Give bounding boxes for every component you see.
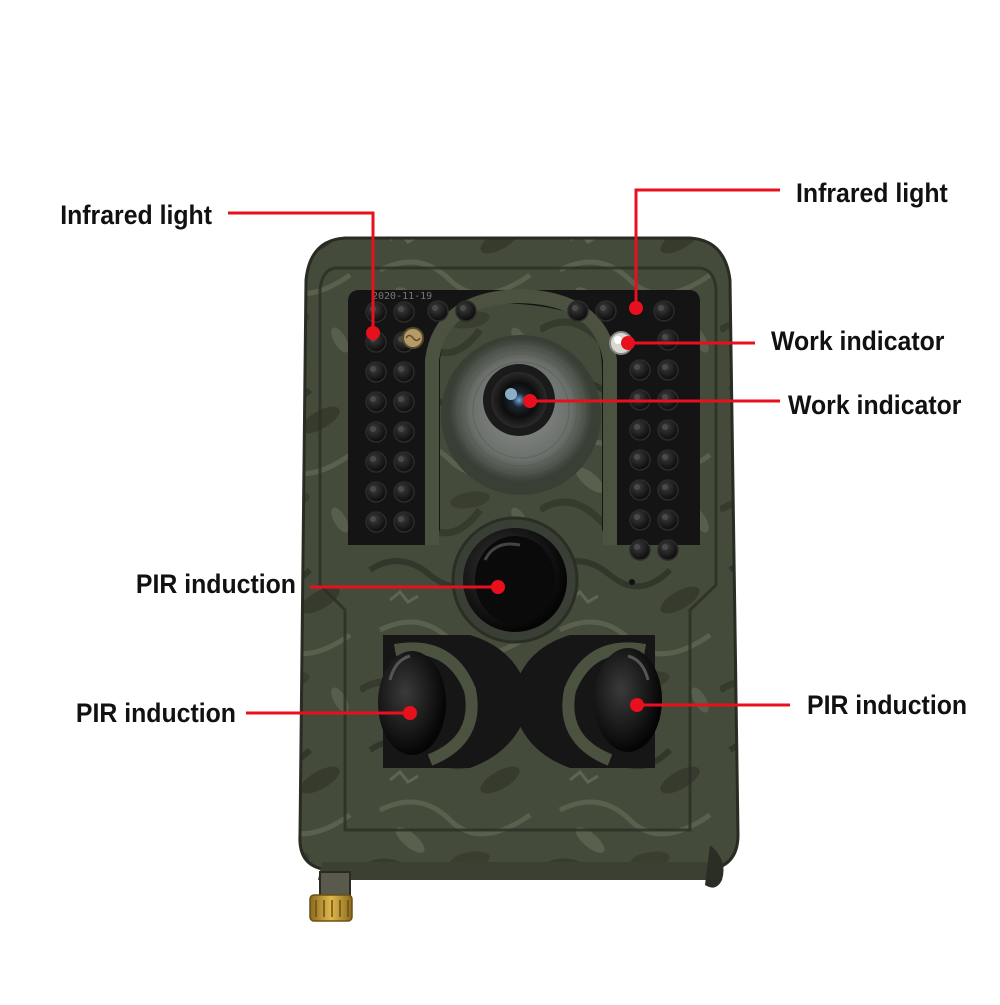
light-sensor [402,327,424,349]
ir-led-highlight [634,484,640,490]
ir-led [365,301,387,323]
label-work-indicator-top: Work indicator [771,326,945,356]
ir-led-highlight [634,544,640,550]
ir-led-highlight [370,396,376,402]
ir-led [455,300,477,322]
ir-led-highlight [370,516,376,522]
label-work-indicator-lens: Work indicator [788,390,962,420]
ir-led-highlight [662,334,668,340]
date-print: 2020-11-19 [372,291,432,302]
ir-led-highlight [634,454,640,460]
ir-led [657,539,679,561]
ir-led [365,421,387,443]
ir-led [393,391,415,413]
ir-led [393,511,415,533]
label-pir-induction-right: PIR induction [807,690,968,720]
ir-led-highlight [634,424,640,430]
ir-led-highlight [398,366,404,372]
marker-dots [366,301,644,720]
ir-led-highlight [398,486,404,492]
ir-led [393,481,415,503]
ir-led [365,391,387,413]
ir-led [629,449,651,471]
ir-led-highlight [572,305,578,311]
ir-led [427,300,449,322]
marker-dot-pir-left [403,706,417,720]
marker-dot-work-indicator-top [621,336,635,350]
ir-led [629,359,651,381]
label-infrared-light-left: Infrared light [60,200,212,230]
ir-led-highlight [662,364,668,370]
ir-led-highlight [662,424,668,430]
leader-lines [228,188,790,715]
ir-led [393,451,415,473]
ir-led-highlight [662,544,668,550]
ir-led-highlight [370,426,376,432]
marker-dot-infrared-left [366,326,380,340]
microphone-hole [629,579,635,585]
ir-led [595,300,617,322]
ir-led [393,421,415,443]
pir-sensor-right [512,635,662,768]
ir-led-highlight [460,305,466,311]
ir-led-highlight [662,484,668,490]
ir-led-highlight [398,516,404,522]
ir-led-highlight [370,456,376,462]
ir-led [629,509,651,531]
leader-infrared-left [228,211,375,333]
ir-led [657,509,679,531]
ir-led-highlight [634,364,640,370]
ir-led-panel [348,288,700,545]
marker-dot-pir-right [630,698,644,712]
marker-dot-infrared-right [629,301,643,315]
ir-led [657,329,679,351]
ir-led-highlight [370,486,376,492]
ir-led [653,300,675,322]
ir-led-array [365,300,679,561]
label-infrared-light-right: Infrared light [796,178,948,208]
ir-led-highlight [432,305,438,311]
ir-led-highlight [398,456,404,462]
ir-led-highlight [662,394,668,400]
ir-led-highlight [634,514,640,520]
leader-infrared-right [634,188,780,305]
ir-led [629,419,651,441]
ir-led-highlight [662,514,668,520]
ir-led-highlight [634,394,640,400]
ir-led-highlight [398,396,404,402]
ir-led-highlight [398,306,404,312]
marker-dot-work-indicator-lens [523,394,537,408]
label-pir-induction-center: PIR induction [135,569,296,599]
ir-led [365,451,387,473]
ir-led [657,419,679,441]
ir-led [365,481,387,503]
ir-led-highlight [662,454,668,460]
ir-led [567,300,589,322]
ir-led [393,361,415,383]
ir-led-highlight [600,305,606,311]
camera-lens [441,335,601,495]
ir-led [657,449,679,471]
marker-dot-pir-center [491,580,505,594]
ir-led [629,479,651,501]
ir-led-highlight [398,426,404,432]
ir-led [365,361,387,383]
pir-sensor-center [451,516,579,644]
ir-led-highlight [658,305,664,311]
ir-led [629,539,651,561]
ir-led [365,511,387,533]
ir-led [657,479,679,501]
label-pir-induction-left: PIR induction [75,698,236,728]
pir-sensor-left [378,635,530,768]
ir-led [393,301,415,323]
ir-led [657,359,679,381]
ir-led-highlight [370,366,376,372]
antenna-connector [309,871,353,922]
